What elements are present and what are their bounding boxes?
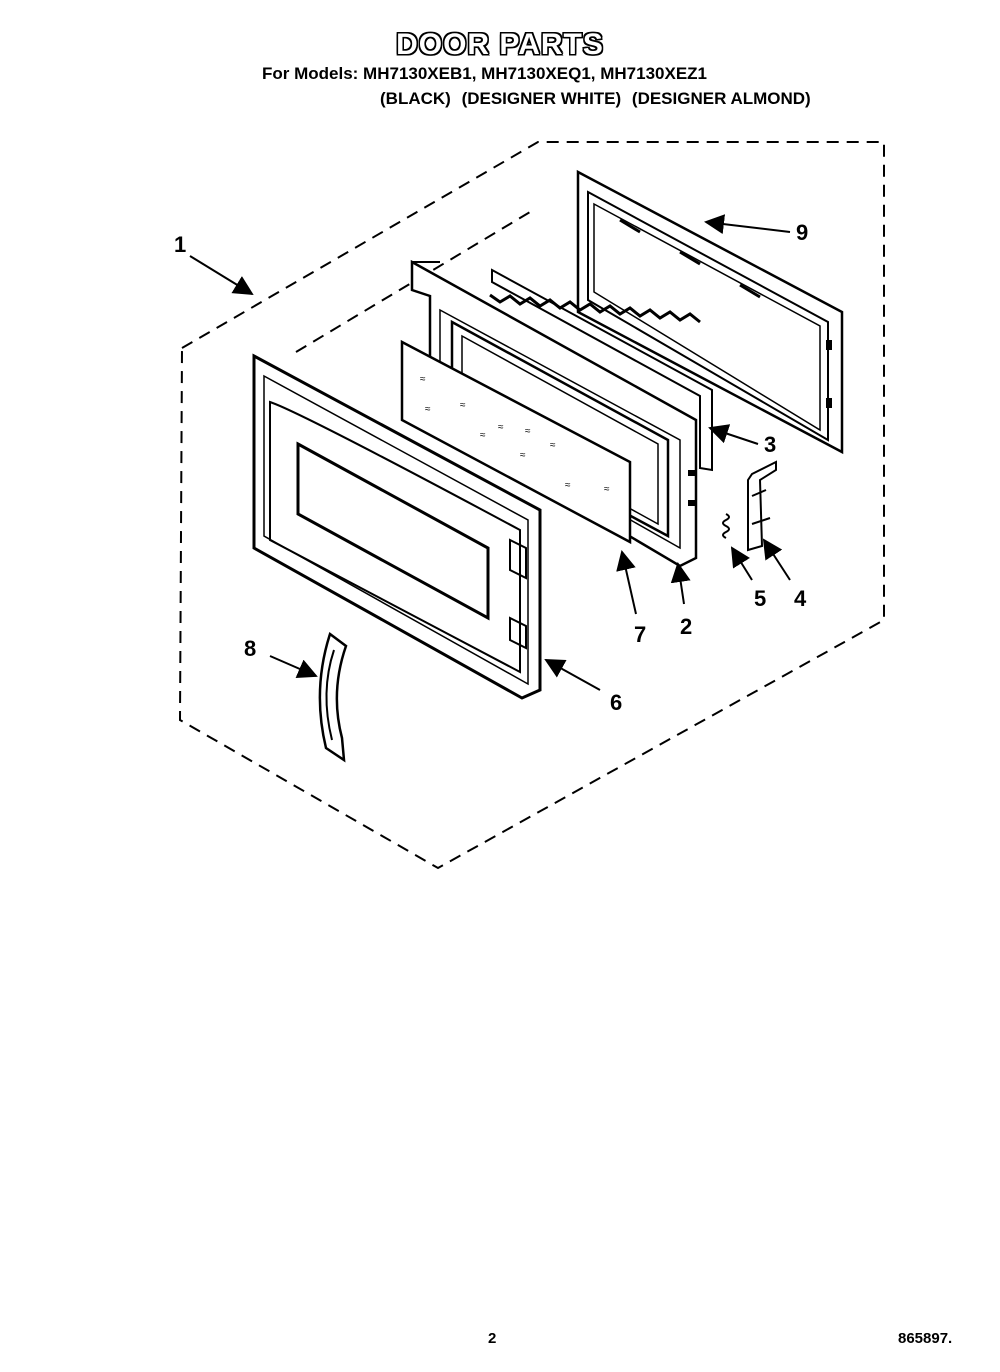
callout-9: 9 — [796, 220, 808, 245]
callout-leaders — [189, 214, 791, 691]
svg-text:≈: ≈ — [480, 430, 486, 441]
svg-text:≈: ≈ — [420, 374, 426, 385]
svg-text:≈: ≈ — [425, 404, 431, 415]
boundary-inner-line — [295, 211, 531, 353]
color-designer-almond: (DESIGNER ALMOND) — [631, 89, 811, 108]
svg-text:≈: ≈ — [550, 440, 556, 451]
svg-text:≈: ≈ — [565, 480, 571, 491]
callout-6: 6 — [610, 690, 622, 715]
callout-2: 2 — [680, 614, 692, 639]
color-designer-white: (DESIGNER WHITE) — [461, 89, 622, 108]
assembly-boundary — [178, 141, 885, 870]
svg-text:≈: ≈ — [460, 400, 466, 411]
page-number: 2 — [488, 1330, 497, 1347]
svg-text:≈: ≈ — [525, 426, 531, 437]
models-line: For Models: MH7130XEB1, MH7130XEQ1, MH71… — [262, 64, 707, 83]
callout-4: 4 — [794, 586, 807, 611]
part-6-outer-door — [252, 353, 542, 700]
callout-7: 7 — [634, 622, 646, 647]
part-3-choke-seal — [489, 268, 713, 472]
page-title: DOOR PARTS — [396, 28, 604, 61]
callout-5: 5 — [754, 586, 766, 611]
model-colors: (BLACK) (DESIGNER WHITE) (DESIGNER ALMON… — [380, 89, 817, 109]
callout-1: 1 — [174, 232, 186, 257]
part-4-latch — [747, 460, 777, 552]
callout-3: 3 — [764, 432, 776, 457]
svg-text:≈: ≈ — [604, 484, 610, 495]
document-number: 865897. — [898, 1330, 953, 1347]
svg-text:≈: ≈ — [498, 422, 504, 433]
part-9-door-frame — [576, 169, 844, 455]
part-5-spring — [722, 513, 730, 539]
color-black: (BLACK) — [380, 89, 451, 108]
part-8-handle — [318, 631, 348, 763]
part-7-window-screen: ≈ ≈ ≈ ≈ ≈ ≈ ≈ ≈ ≈ ≈ — [400, 339, 632, 545]
svg-text:≈: ≈ — [520, 450, 526, 461]
callout-8: 8 — [244, 636, 256, 661]
